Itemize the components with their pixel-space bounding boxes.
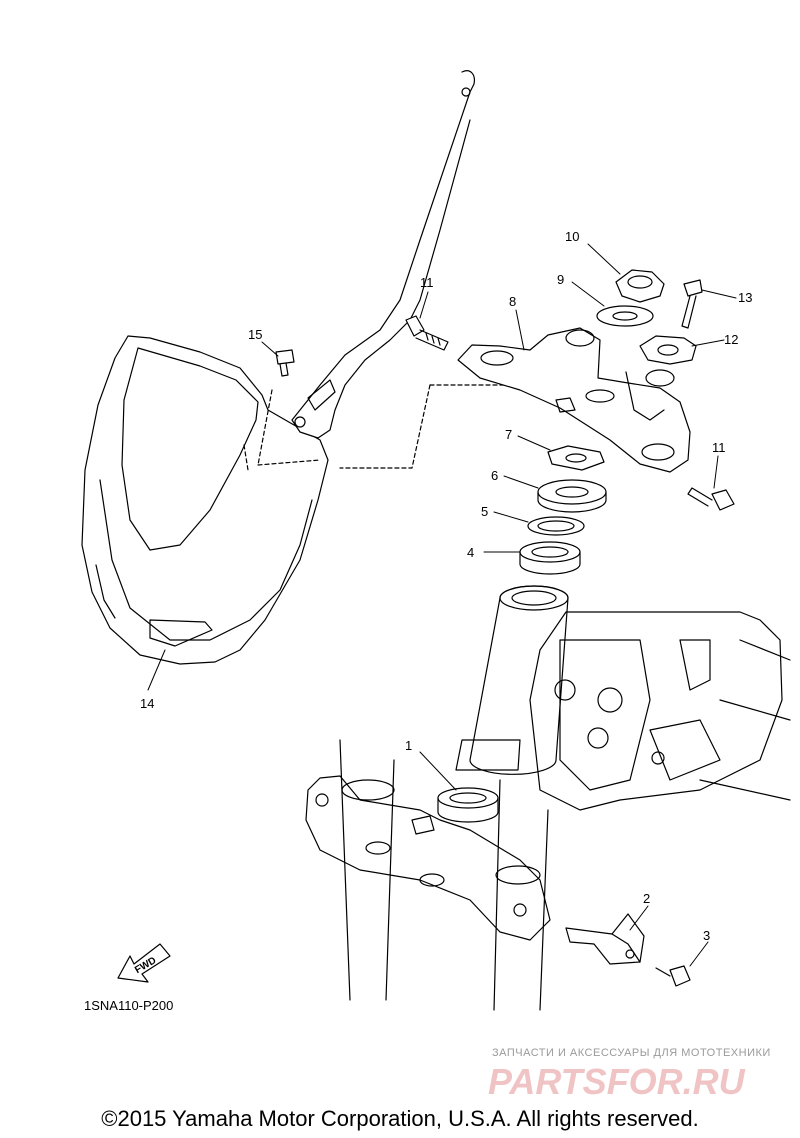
bolt-13	[681, 279, 703, 329]
callout-5: 5	[481, 504, 488, 519]
watermark-tagline: ЗАПЧАСТИ И АКСЕССУАРЫ ДЛЯ МОТОТЕХНИКИ	[492, 1047, 771, 1059]
callout-3: 3	[703, 928, 710, 943]
callout-4: 4	[467, 545, 474, 560]
lower-triple-clamp	[305, 739, 551, 1011]
fwd-arrow-icon: FWD	[117, 943, 171, 983]
callout-9: 9	[557, 272, 564, 287]
bolt-11-left	[405, 315, 449, 351]
ring-nut-7	[547, 445, 605, 471]
support-stay-bracket	[291, 70, 475, 439]
bolt-15	[275, 349, 295, 377]
frame-head-tube	[455, 585, 791, 811]
watermark-logo: PARTSFOR.RU	[488, 1061, 746, 1102]
handlebar-holder-12	[639, 335, 697, 365]
callout-2: 2	[643, 891, 650, 906]
cable-guide-2	[565, 913, 645, 965]
callout-15: 15	[248, 327, 262, 342]
seal-5	[527, 516, 585, 536]
callout-11-right: 11	[712, 440, 726, 455]
upper-triple-clamp-8	[457, 327, 691, 473]
callout-6: 6	[491, 468, 498, 483]
watermark: ЗАПЧАСТИ И АКСЕССУАРЫ ДЛЯ МОТОТЕХНИКИ PA…	[488, 1047, 771, 1102]
callout-13: 13	[738, 290, 752, 305]
callout-10: 10	[565, 229, 579, 244]
screw-3	[655, 965, 691, 987]
lower-bearing-1	[437, 787, 499, 823]
callout-11-left: 11	[420, 275, 434, 290]
diagram-code: 1SNA110-P200	[84, 998, 173, 1013]
copyright-notice: ©2015 Yamaha Motor Corporation, U.S.A. A…	[101, 1106, 698, 1131]
callout-7: 7	[505, 427, 512, 442]
number-plate-part	[81, 335, 329, 665]
callout-8: 8	[509, 294, 516, 309]
callout-14: 14	[140, 696, 154, 711]
bearing-4	[519, 541, 581, 575]
bearing-cover-6	[537, 479, 607, 513]
callout-leaders	[147, 243, 737, 967]
bolt-11-right	[687, 487, 735, 511]
callout-labels: 1 2 3 4 5 6 7 8 9 10 11 11 12 13 14 15	[140, 229, 752, 943]
washer-9	[596, 305, 654, 327]
callout-12: 12	[724, 332, 738, 347]
callout-1: 1	[405, 738, 412, 753]
steering-nut-10	[615, 269, 665, 303]
fwd-label: FWD	[133, 955, 158, 976]
